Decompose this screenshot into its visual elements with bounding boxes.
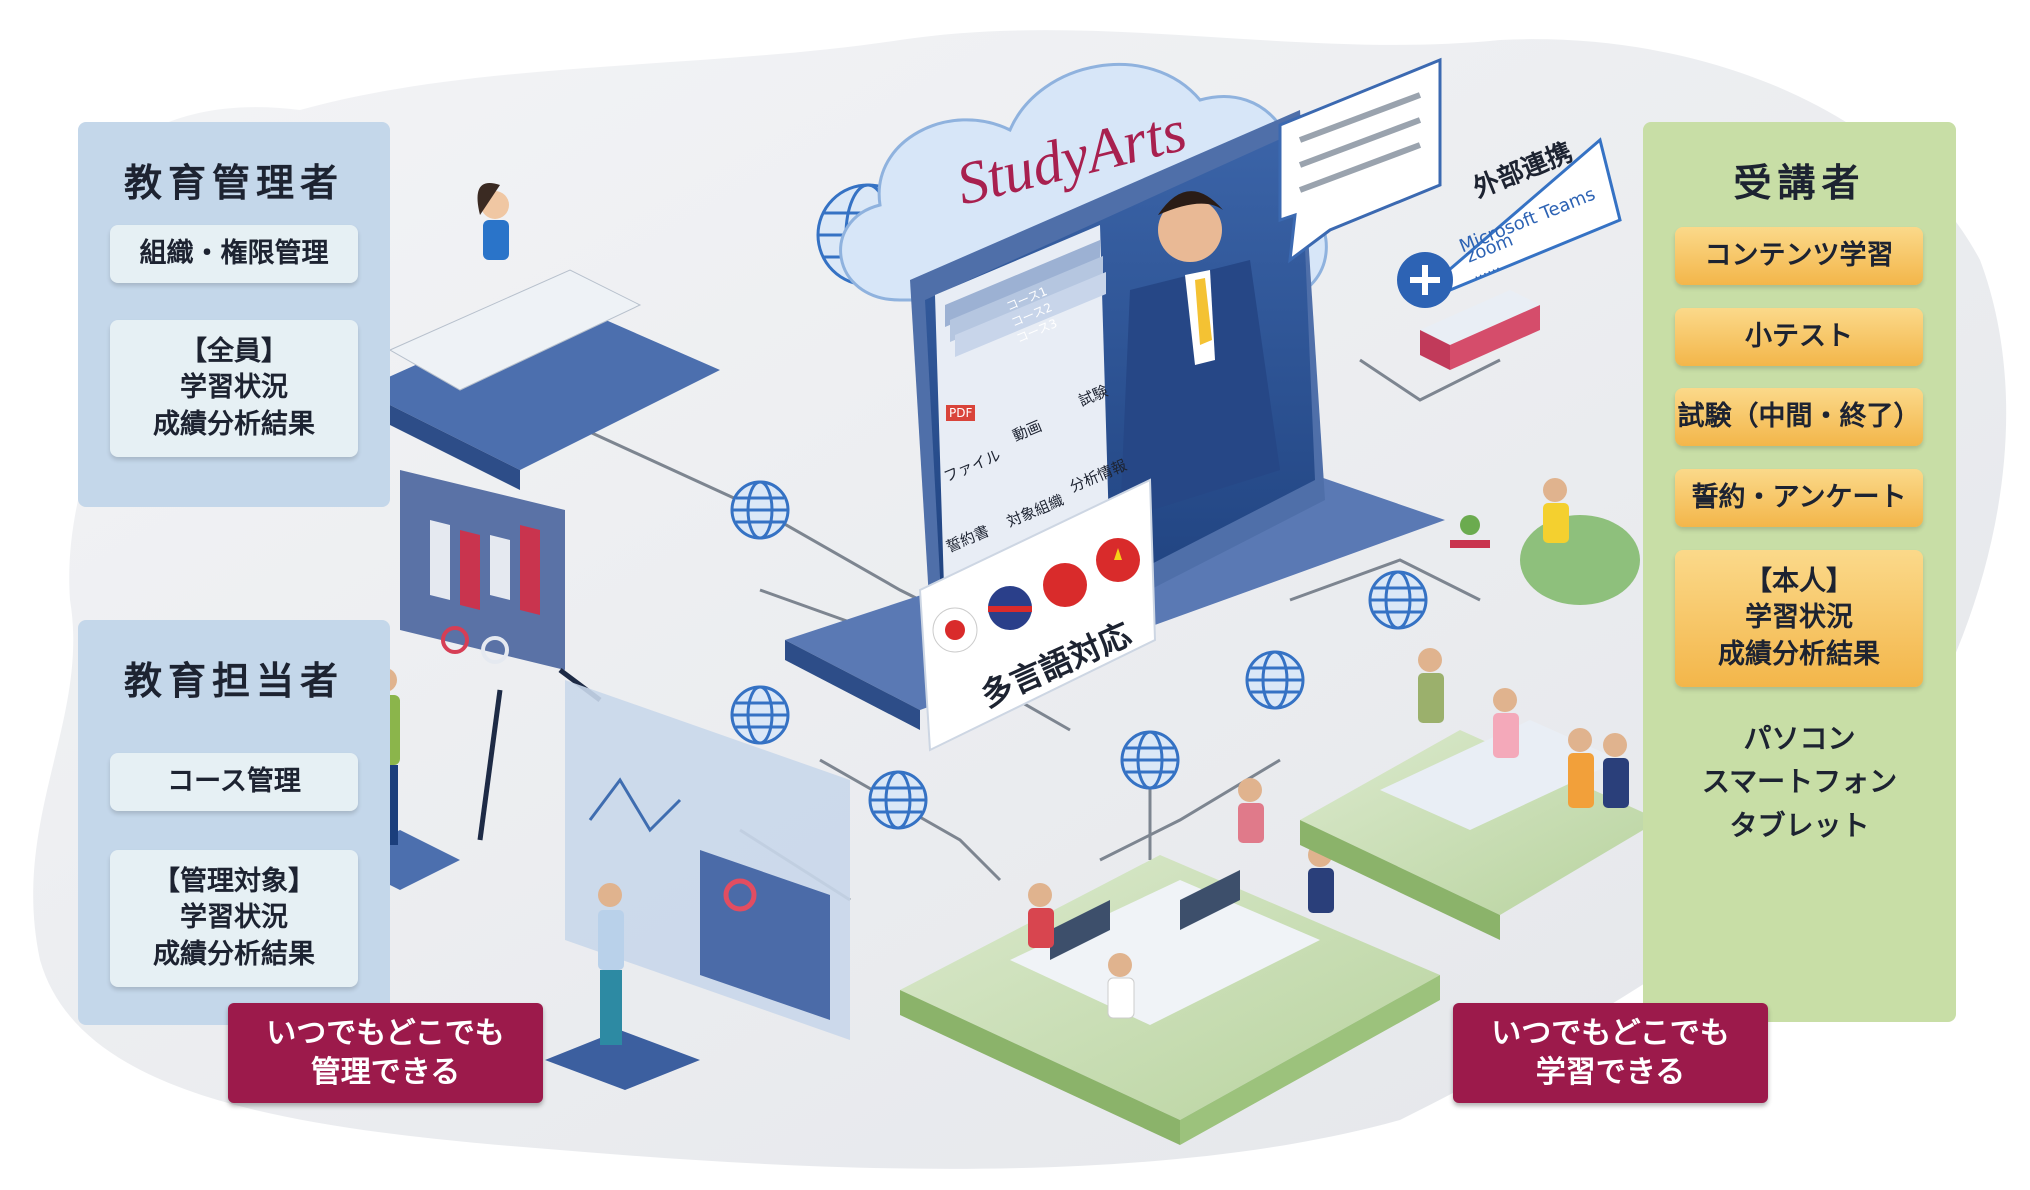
central-screen-illustration [785, 57, 1445, 752]
instructor-item-course-management: コース管理 [110, 753, 358, 811]
learner-item-pledge-survey: 誓約・アンケート [1675, 469, 1923, 527]
admin-desk-platform [360, 183, 720, 490]
admin-panel-title: 教育管理者 [123, 161, 344, 205]
learner-item-quiz: 小テスト [1675, 308, 1923, 366]
banner-manage-anywhere: いつでもどこでも 管理できる [228, 1003, 543, 1103]
learner-item-exam: 試験（中間・終了） [1675, 388, 1923, 446]
beanbag-person-illustration [1450, 478, 1640, 605]
learner-item-content: コンテンツ学習 [1675, 227, 1923, 285]
learner-item-own-progress: 【本人】 学習状況 成績分析結果 [1675, 550, 1923, 687]
learner-panel: 受講者 コンテンツ学習 小テスト 試験（中間・終了） 誓約・アンケート 【本人】… [1643, 122, 1956, 1022]
device-tablet: タブレット [1729, 808, 1870, 842]
integration-stack-illustration [1397, 137, 1622, 370]
admin-panel: 教育管理者 組織・権限管理 【全員】 学習状況 成績分析結果 [78, 122, 390, 507]
instructor-panel-title: 教育担当者 [123, 659, 344, 703]
coworking-area-illustration [900, 778, 1440, 1145]
chart-board-illustration [340, 470, 602, 890]
learner-panel-title: 受講者 [1733, 161, 1866, 205]
device-smartphone: スマートフォン [1701, 765, 1898, 799]
instructor-panel: 教育担当者 コース管理 【管理対象】 学習状況 成績分析結果 [78, 620, 390, 1025]
instructor-item-managed-progress: 【管理対象】 学習状況 成績分析結果 [110, 850, 358, 987]
admin-item-all-progress: 【全員】 学習状況 成績分析結果 [110, 320, 358, 457]
banner-learn-anywhere: いつでもどこでも 学習できる [1453, 1003, 1768, 1103]
screen-pdf-icon: PDF [946, 405, 976, 421]
device-pc: パソコン [1743, 722, 1856, 755]
lounge-area-illustration [1300, 648, 1660, 940]
learner-devices: パソコン スマートフォン タブレット [1643, 717, 1956, 847]
analytics-panel-illustration [545, 680, 850, 1090]
admin-item-org-permissions: 組織・権限管理 [110, 225, 358, 283]
